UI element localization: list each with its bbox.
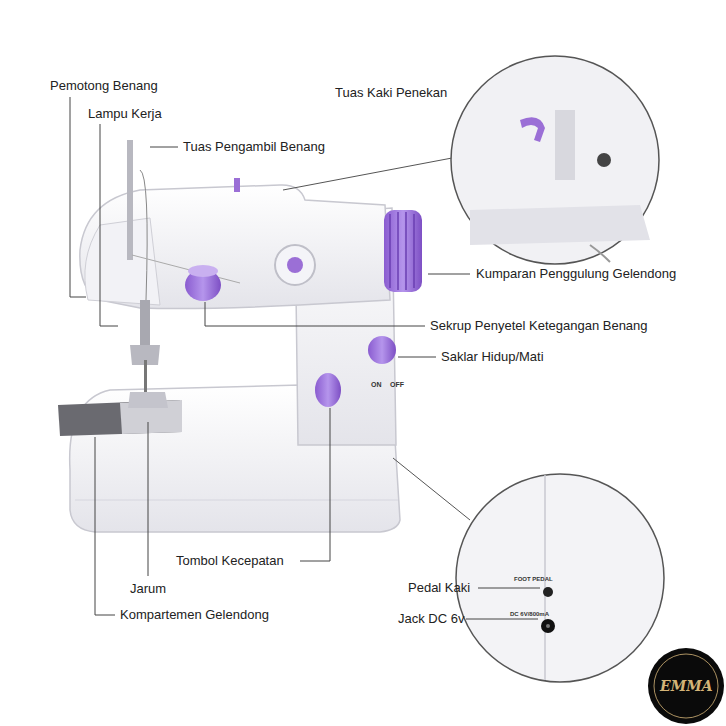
part-label: Tuas Pengambil Benang [183, 139, 325, 155]
part-label: Jarum [130, 581, 166, 597]
part-label: Kumparan Penggulung Gelendong [476, 266, 676, 282]
part-label: Pedal Kaki [408, 580, 470, 596]
panel-marking: DC 6V/800mA [510, 610, 549, 618]
part-label: Saklar Hidup/Mati [441, 349, 544, 365]
part-label: Pemotong Benang [50, 78, 158, 94]
part-label: Tuas Kaki Penekan [335, 85, 447, 101]
part-label: Tombol Kecepatan [176, 553, 284, 569]
part-label: Sekrup Penyetel Ketegangan Benang [430, 318, 648, 334]
part-label: Jack DC 6v [398, 611, 464, 627]
switch-marking: ON [371, 380, 382, 389]
part-label: Kompartemen Gelendong [120, 607, 269, 623]
switch-marking: OFF [390, 380, 404, 389]
part-label: Lampu Kerja [88, 106, 162, 122]
logo-text: EMMA [660, 677, 713, 695]
panel-marking: FOOT PEDAL [514, 575, 553, 583]
